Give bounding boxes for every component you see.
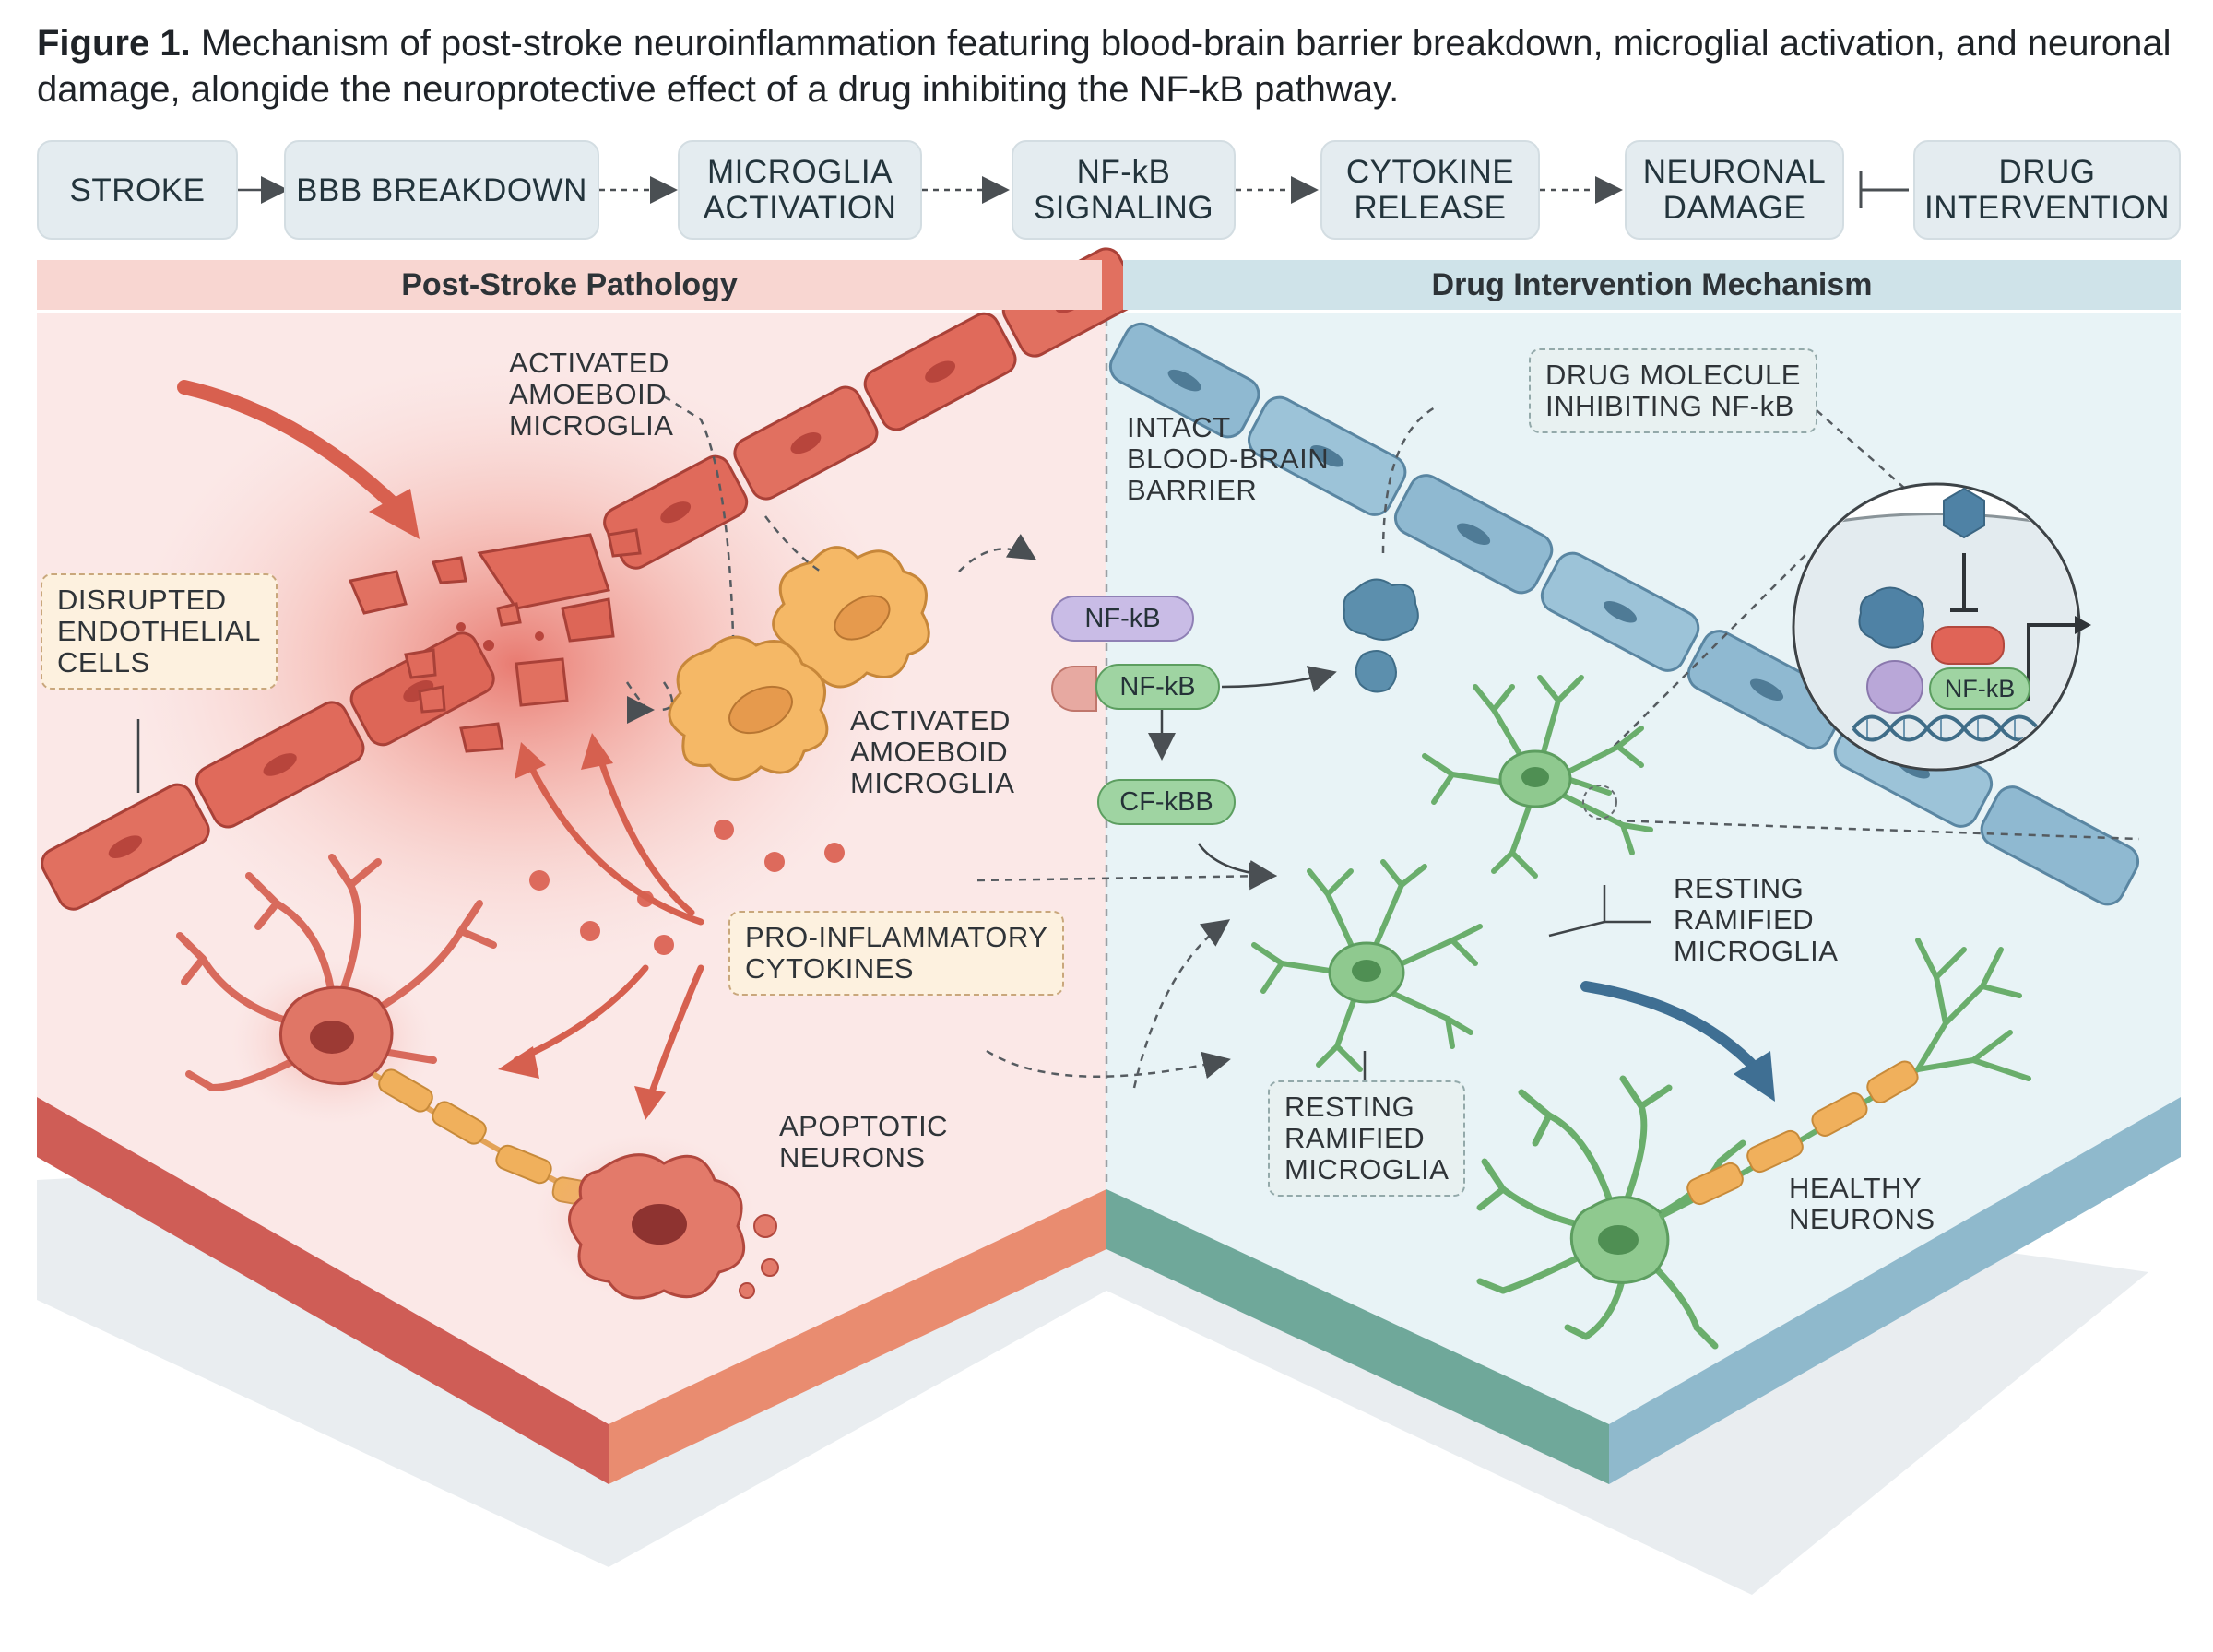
- label-intact-bbb: INTACT BLOOD-BRAIN BARRIER: [1127, 412, 1329, 506]
- callout-resting-microglia-bottom: RESTING RAMIFIED MICROGLIA: [1268, 1080, 1466, 1197]
- flow-cytokine-line1: CYTOKINE: [1345, 154, 1515, 190]
- label-line: BLOOD-BRAIN: [1127, 442, 1330, 475]
- label-line: ACTIVATED: [850, 704, 1011, 737]
- panel-title-intervention: Drug Intervention Mechanism: [1123, 260, 2181, 310]
- flow-microglia-line2: ACTIVATION: [703, 190, 897, 226]
- label-line: MICROGLIA: [1284, 1153, 1450, 1186]
- label-resting-microglia-right: RESTING RAMIFIED MICROGLIA: [1674, 873, 1838, 967]
- left-platform-side: [609, 1189, 1106, 1484]
- label-line: INTACT: [1127, 411, 1231, 443]
- flow-drug-line1: DRUG: [1998, 154, 2096, 190]
- apoptotic-neuron: [535, 1134, 779, 1300]
- left-platform-front: [37, 1097, 609, 1484]
- flow-drug-line2: INTERVENTION: [1924, 190, 2170, 226]
- label-line: ENDOTHELIAL: [57, 615, 261, 647]
- pill-nfkb-green: NF-kB: [1095, 664, 1220, 710]
- flow-neuronal-line1: NEURONAL: [1642, 154, 1827, 190]
- flow-neuronal-line2: DAMAGE: [1663, 190, 1806, 226]
- label-line: INHIBITING NF-kB: [1545, 390, 1794, 422]
- panel-title-pathology: Post-Stroke Pathology: [37, 260, 1102, 310]
- callout-drug-molecule: DRUG MOLECULE INHIBITING NF-kB: [1529, 348, 1817, 433]
- label-activated-microglia-mid: ACTIVATED AMOEBOID MICROGLIA: [850, 705, 1014, 799]
- label-line: RESTING: [1284, 1091, 1415, 1123]
- label-line: BARRIER: [1127, 474, 1258, 506]
- caption-text: Mechanism of post-stroke neuroinflammati…: [37, 23, 2172, 110]
- label-line: PRO-INFLAMMATORY: [745, 921, 1048, 953]
- callout-pro-inflammatory-cytokines: PRO-INFLAMMATORY CYTOKINES: [728, 911, 1065, 996]
- pill-nfkb-purple: NF-kB: [1051, 596, 1194, 642]
- label-line: RESTING: [1674, 872, 1805, 904]
- label-line: HEALTHY: [1789, 1172, 1923, 1204]
- cytokine-arrows: [513, 752, 704, 1101]
- drug-molecule-blobs: [1343, 578, 1419, 693]
- caption-prefix: Figure 1.: [37, 23, 191, 64]
- flow-microglia-line1: MICROGLIA: [707, 154, 893, 190]
- stroke-arrow: [177, 380, 413, 524]
- label-line: CELLS: [57, 646, 150, 678]
- cytokine-dots: [529, 820, 845, 955]
- flow-cytokine-line2: RELEASE: [1354, 190, 1507, 226]
- label-line: RAMIFIED: [1284, 1122, 1426, 1154]
- flow-nfkb-line1: NF-kB: [1076, 154, 1171, 190]
- label-line: AMOEBOID: [850, 736, 1009, 768]
- flow-nfkb-line2: SIGNALING: [1033, 190, 1214, 226]
- label-line: MICROGLIA: [1674, 935, 1839, 967]
- flow-bbb-label: BBB BREAKDOWN: [296, 171, 587, 208]
- pill-nfkb-inset: NF-kB: [1929, 667, 2030, 710]
- right-platform-side: [1609, 1097, 2181, 1484]
- label-line: CYTOKINES: [745, 952, 915, 985]
- label-line: MICROGLIA: [509, 409, 674, 442]
- flow-stroke-label: STROKE: [69, 171, 206, 208]
- flow-stroke: STROKE: [37, 140, 238, 240]
- label-line: MICROGLIA: [850, 767, 1015, 799]
- figure-caption: Figure 1. Mechanism of post-stroke neuro…: [37, 20, 2176, 112]
- label-healthy-neurons: HEALTHY NEURONS: [1789, 1173, 1935, 1235]
- callout-disrupted-endothelial: DISRUPTED ENDOTHELIAL CELLS: [41, 573, 278, 690]
- pill-red-subunit: [1051, 666, 1097, 712]
- label-line: DISRUPTED: [57, 584, 227, 616]
- label-activated-microglia-top: ACTIVATED AMOEBOID MICROGLIA: [509, 348, 673, 442]
- pill-cfkbb: CF-kBB: [1097, 779, 1236, 825]
- label-line: RAMIFIED: [1674, 903, 1815, 936]
- label-line: APOPTOTIC: [779, 1110, 949, 1142]
- right-platform-front: [1106, 1189, 1609, 1484]
- label-line: DRUG MOLECULE: [1545, 359, 1801, 391]
- label-line: AMOEBOID: [509, 378, 668, 410]
- amoeboid-microglia-lower: [668, 635, 829, 781]
- flow-bbb-breakdown: BBB BREAKDOWN: [284, 140, 599, 240]
- label-line: ACTIVATED: [509, 347, 669, 379]
- healthy-neuron: [1476, 938, 2031, 1350]
- label-apoptotic-neurons: APOPTOTIC NEURONS: [779, 1111, 948, 1174]
- label-line: NEURONS: [779, 1141, 926, 1174]
- resting-microglia-lower: [1251, 859, 1483, 1072]
- label-line: NEURONS: [1789, 1203, 1935, 1235]
- recovery-arrow: [1580, 981, 1762, 1075]
- amoeboid-microglia-upper: [772, 546, 930, 689]
- resting-microglia-upper: [1422, 675, 1653, 879]
